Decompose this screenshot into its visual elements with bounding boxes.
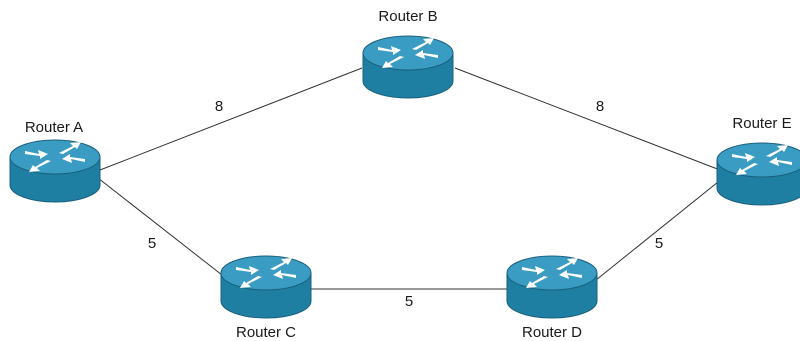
link-a-c (97, 177, 223, 276)
router-c-label: Router C (236, 324, 296, 341)
router-a (9, 139, 101, 203)
router-d-label: Router D (522, 324, 582, 341)
router-icon (506, 255, 598, 319)
link-d-e (595, 181, 719, 281)
router-icon (362, 35, 454, 99)
router-a-label: Router A (25, 119, 83, 136)
link-c-d-cost: 5 (405, 293, 413, 310)
link-d-e-cost: 5 (655, 235, 663, 252)
router-e (716, 142, 800, 206)
link-a-b (99, 67, 363, 171)
link-a-c-cost: 5 (148, 235, 156, 252)
router-icon (220, 255, 312, 319)
link-a-b-cost: 8 (215, 98, 223, 115)
link-b-e (454, 67, 721, 171)
router-c (220, 255, 312, 319)
link-b-e-cost: 8 (596, 98, 604, 115)
router-d (506, 255, 598, 319)
router-icon (9, 139, 101, 203)
router-b (362, 35, 454, 99)
router-b-label: Router B (378, 8, 437, 25)
router-icon (716, 142, 800, 206)
router-e-label: Router E (732, 115, 791, 132)
